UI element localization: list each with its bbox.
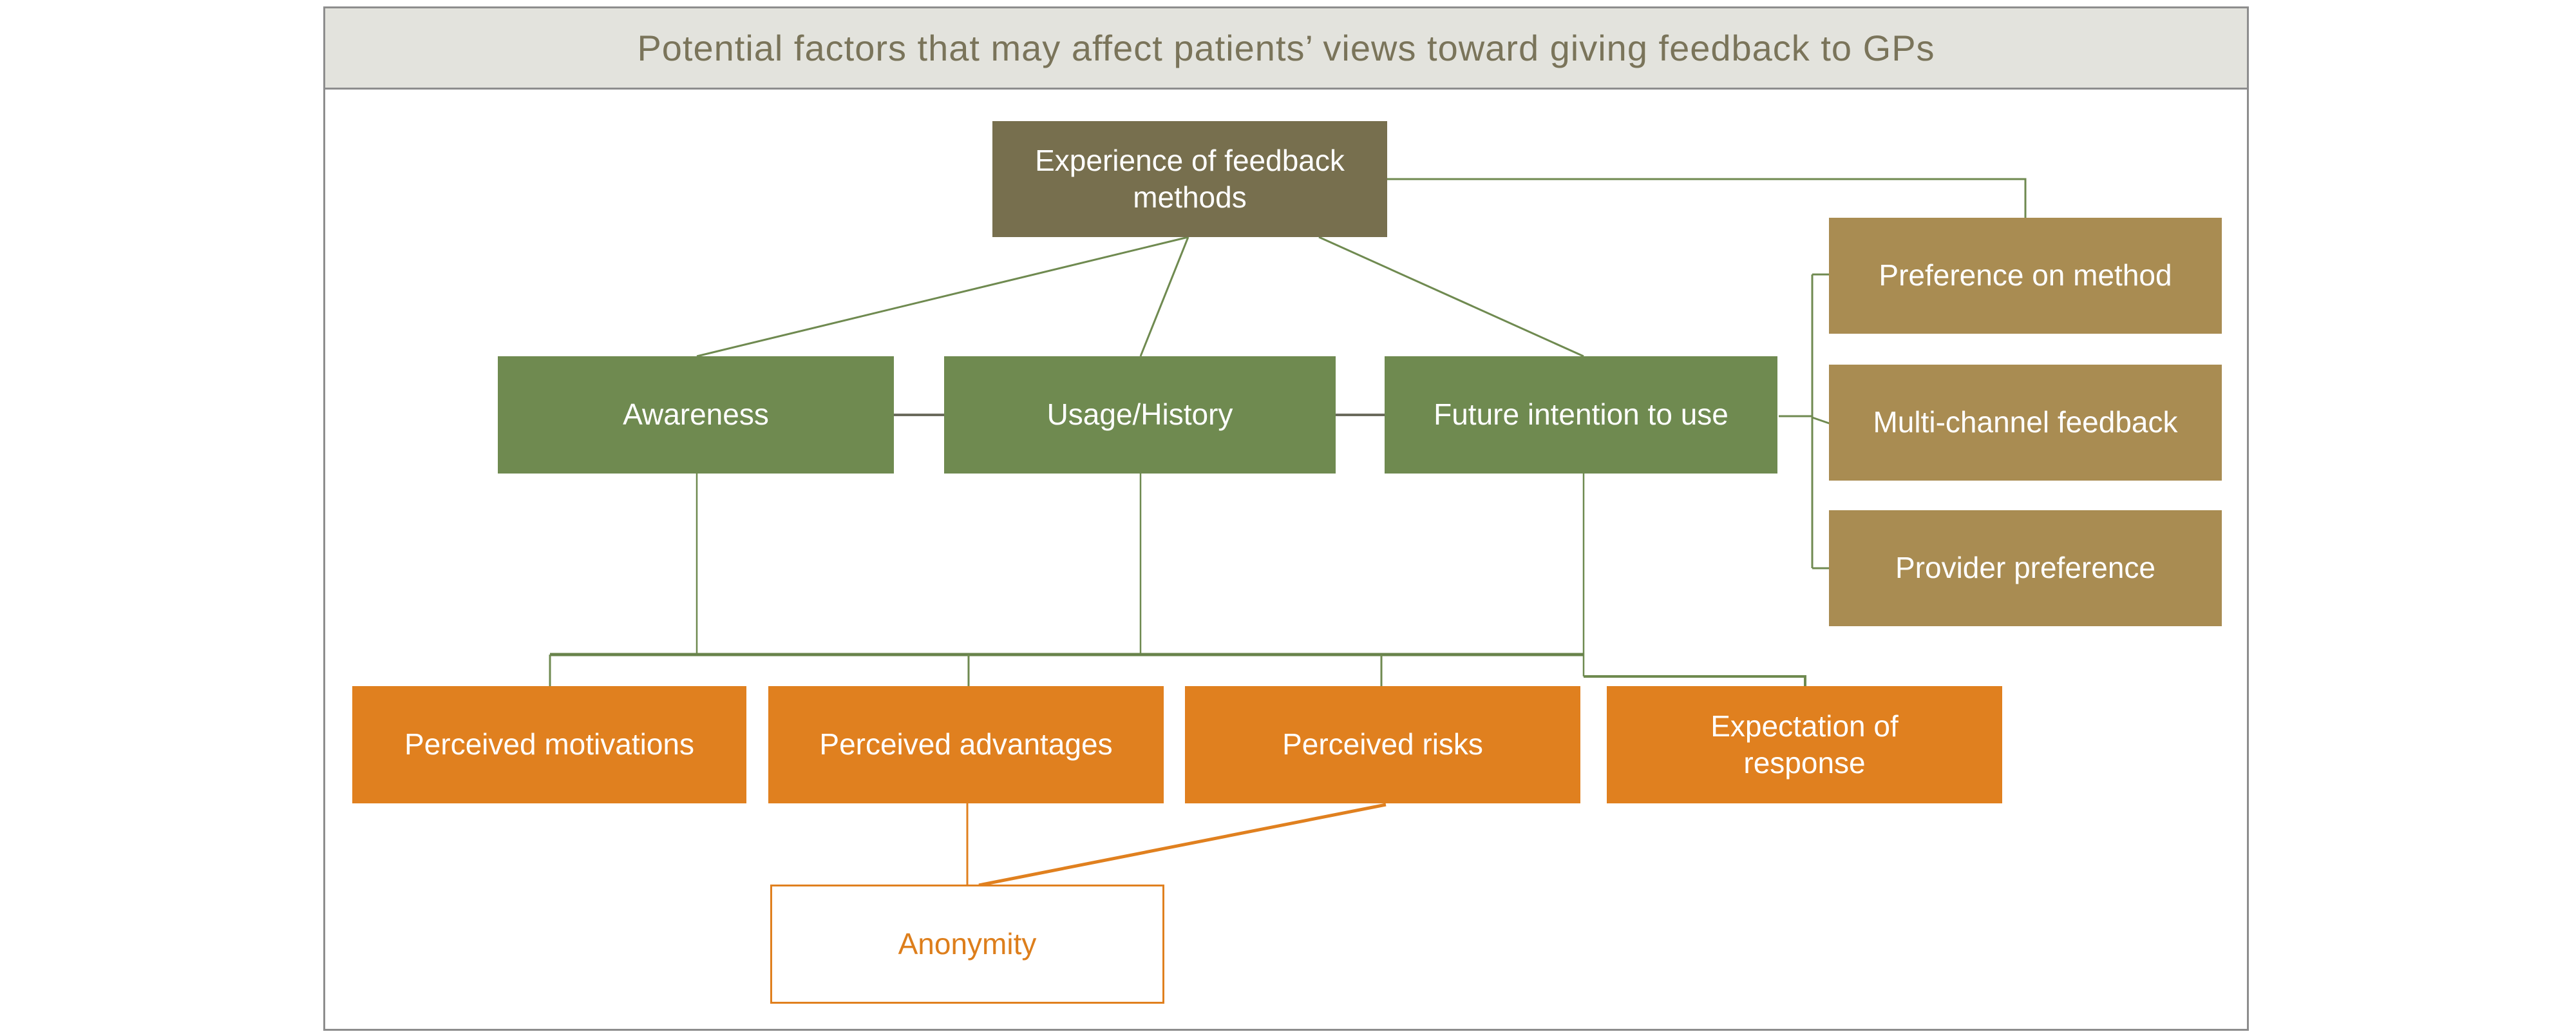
node-preference-on-method: Preference on method xyxy=(1829,218,2222,334)
node-label: Provider preference xyxy=(1895,551,2155,585)
diagram-title: Potential factors that may affect patien… xyxy=(325,8,2247,90)
node-label: Expectation of response xyxy=(1710,709,1899,780)
node-label: Experience of feedback methods xyxy=(1035,143,1345,215)
node-label: Perceived motivations xyxy=(404,727,694,761)
node-future-intention-to-use: Future intention to use xyxy=(1385,356,1777,474)
node-expectation-of-response: Expectation of response xyxy=(1607,686,2002,803)
node-perceived-motivations: Perceived motivations xyxy=(352,686,746,803)
node-awareness: Awareness xyxy=(498,356,894,474)
node-label: Usage/History xyxy=(1046,397,1233,432)
node-experience-of-feedback-methods: Experience of feedback methods xyxy=(992,121,1387,237)
node-label: Preference on method xyxy=(1879,258,2172,292)
node-label: Future intention to use xyxy=(1434,397,1728,432)
node-label: Anonymity xyxy=(898,926,1037,961)
node-label: Awareness xyxy=(623,397,769,432)
node-perceived-advantages: Perceived advantages xyxy=(768,686,1164,803)
node-provider-preference: Provider preference xyxy=(1829,510,2222,626)
node-perceived-risks: Perceived risks xyxy=(1185,686,1580,803)
node-label: Multi-channel feedback xyxy=(1873,405,2178,439)
node-anonymity: Anonymity xyxy=(770,885,1164,1004)
node-label: Perceived advantages xyxy=(819,727,1113,761)
node-label: Perceived risks xyxy=(1282,727,1483,761)
node-usage-history: Usage/History xyxy=(944,356,1336,474)
node-multi-channel-feedback: Multi-channel feedback xyxy=(1829,365,2222,481)
